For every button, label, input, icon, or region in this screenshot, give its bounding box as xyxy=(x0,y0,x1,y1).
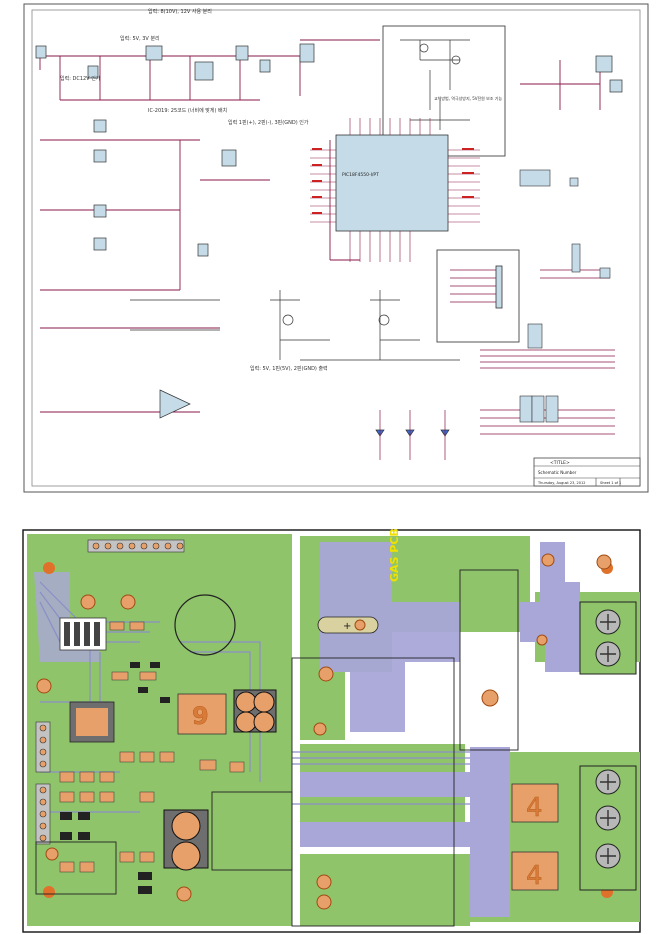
dip-switch xyxy=(59,617,107,651)
bottom-layer-plane-right xyxy=(520,542,580,672)
sheet-frame-outer xyxy=(23,3,649,493)
connector-box xyxy=(436,249,520,343)
right-copper-pour-bottom xyxy=(300,854,470,926)
mcu-label: PIC18F4550-I/PT xyxy=(342,172,379,178)
power-components xyxy=(35,43,623,93)
led-wiring xyxy=(379,410,446,460)
bottom-layer-plane-left xyxy=(34,572,100,662)
silk-tag: GAS PCB xyxy=(388,528,401,582)
title-date: Thursday, August 23, 2012 xyxy=(537,481,585,485)
schematic-diagram: 입력: 8(10V), 12V 사용 분리 입력: 5V, 3V 분리 입력: … xyxy=(23,3,649,493)
bottom-layer-plane-bus xyxy=(300,772,470,797)
pcb-layout: + xyxy=(22,528,641,933)
reset-circuit xyxy=(400,39,470,130)
note-3: 입력: DC12V 인가 xyxy=(60,75,101,82)
title-company: <TITLE> xyxy=(550,460,570,466)
note-2: 입력: 5V, 3V 분리 xyxy=(120,35,160,42)
silk-9: 9 xyxy=(192,702,209,730)
note-5: 입력 1핀(+), 2핀(-), 3핀(GND) 인가 xyxy=(228,119,309,126)
note-4: IC-2019: 25코드 (너비에 맞게) 배치 xyxy=(148,107,227,114)
silk-4b: 4 xyxy=(526,861,543,891)
mcu-footprint xyxy=(69,701,115,743)
black-components xyxy=(60,662,170,894)
smd-pads xyxy=(59,621,245,873)
pin-headers xyxy=(519,169,611,423)
left-pin-headers xyxy=(35,721,51,845)
title-doc: Schematic Number xyxy=(538,470,577,475)
mcu-chip xyxy=(335,134,449,232)
screw-terminal-crosses xyxy=(600,614,616,864)
note-1: 입력: 8(10V), 12V 사용 분리 xyxy=(148,8,212,15)
mosfet-pad-1 xyxy=(511,783,559,823)
left-driver-stages xyxy=(93,119,237,257)
top-pin-header xyxy=(87,539,185,553)
component-outlines xyxy=(35,569,519,927)
note-6: 입력: 5V, 1핀(5V), 2핀(GND) 출력 xyxy=(250,365,328,372)
regulator-pad xyxy=(177,693,227,735)
silk-4a: 4 xyxy=(526,793,543,823)
lower-driver-stages xyxy=(130,290,460,419)
note-7: 교체방법, 역극성방지, 5V전원 보조 기능 xyxy=(434,95,502,101)
sheet-frame-inner xyxy=(31,9,641,487)
title-block: <TITLE> Schematic Number Thursday, Augus… xyxy=(533,457,641,487)
schematic-notes: 입력: 8(10V), 12V 사용 분리 입력: 5V, 3V 분리 입력: … xyxy=(60,8,502,372)
led-indicators xyxy=(375,429,450,437)
title-sheet: Sheet 1 of 1 xyxy=(600,481,621,485)
bottom-layer-plane-output xyxy=(470,747,510,917)
power-input-section xyxy=(39,39,601,413)
connector-header xyxy=(450,265,503,309)
bottom-layer-plane-main xyxy=(320,542,460,732)
power-inductors xyxy=(163,689,277,871)
shunt-plus-mark: + xyxy=(343,621,351,632)
mosfet-pad-2 xyxy=(511,851,559,891)
mcu-net-labels xyxy=(312,148,474,214)
bottom-layer-plane-lower xyxy=(300,822,470,847)
through-hole-pads xyxy=(36,553,612,910)
electrolytic-capacitor-outline xyxy=(174,594,236,656)
